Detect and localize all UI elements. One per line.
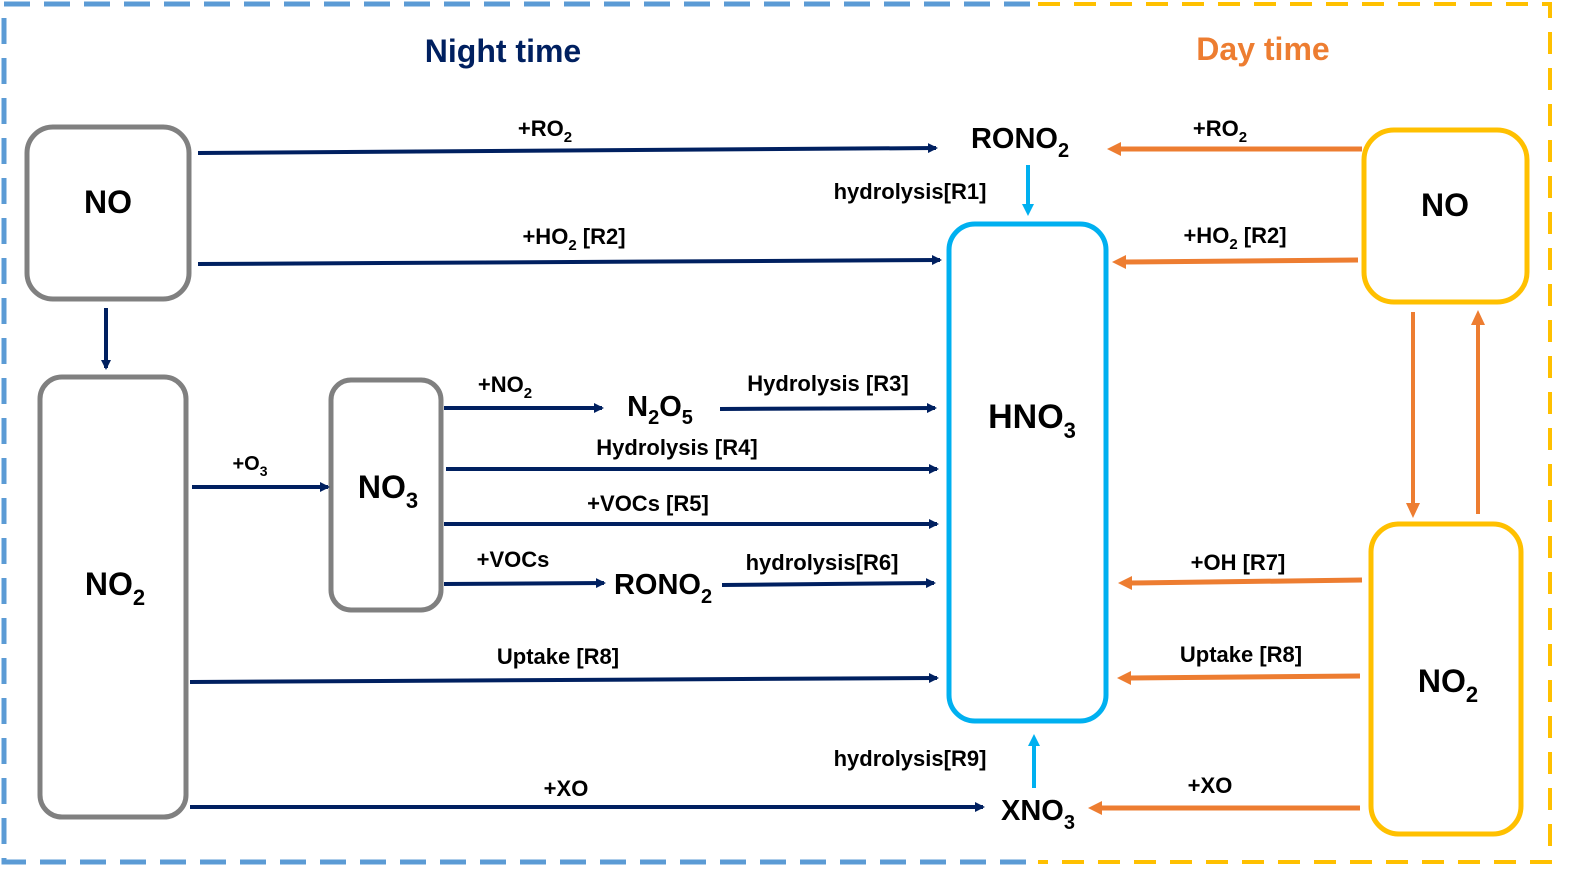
arrowhead-no2-to-xno3-day [1088, 801, 1102, 815]
label-hydrolysis-r6: hydrolysis[R6] [746, 550, 899, 575]
label-hydrolysis-r3: Hydrolysis [R3] [747, 371, 908, 396]
arrowhead-no2-to-no-day [1471, 310, 1485, 325]
night-time-title: Night time [425, 33, 581, 69]
no-night-box [24, 124, 192, 302]
label-day-ro2: +RO2 [1193, 116, 1247, 146]
arrow-day-no-to-hno3 [1123, 257, 1359, 265]
no2-night-label: NO2 [85, 566, 145, 610]
label-night-xo: +XO [544, 776, 589, 801]
label-night-uptake-r8: Uptake [R8] [497, 644, 619, 669]
arrowhead-no2-oh-r7 [1118, 576, 1132, 590]
n2o5-label: N2O5 [627, 391, 693, 429]
arrowhead-no-to-no2-day [1406, 503, 1420, 518]
label-day-ho2-r2: +HO2 [R2] [1183, 223, 1286, 253]
label-vocs-r5: +VOCs [R5] [587, 491, 709, 516]
arrow-rono2-to-hno3 [721, 578, 936, 589]
hno3-label: HNO3 [988, 398, 1076, 443]
arrow-no2-uptake-r8-night [189, 673, 939, 684]
arrow-night-no-to-hno3 [197, 255, 942, 266]
label-night-ro2: +RO2 [518, 116, 572, 146]
day-time-title: Day time [1196, 31, 1329, 67]
arrow-no2-oh-r7 [1129, 577, 1363, 586]
label-hydrolysis-r4: Hydrolysis [R4] [596, 435, 757, 460]
no-day-label: NO [1421, 187, 1469, 223]
arrow-no2-uptake-r8-day [1129, 673, 1361, 681]
label-day-uptake-r8: Uptake [R8] [1180, 642, 1302, 667]
rono2-mid-label: RONO2 [614, 569, 712, 608]
label-oh-r7: +OH [R7] [1191, 550, 1286, 575]
label-hydrolysis-r9: hydrolysis[R9] [834, 746, 987, 771]
label-hydrolysis-r1: hydrolysis[R1] [834, 179, 987, 204]
arrow-n2o5-to-hno3 [719, 403, 937, 414]
arrow-night-no-to-rono2 [197, 143, 938, 155]
no3-box [328, 377, 444, 613]
arrowhead-day-no-to-hno3 [1112, 255, 1126, 269]
arrowhead-day-no-to-rono2 [1107, 142, 1121, 156]
no-day-box [1361, 127, 1530, 305]
no2-night-box [37, 374, 189, 820]
no3-label: NO3 [358, 469, 418, 513]
label-no2-addition: +NO2 [478, 372, 532, 402]
hno3-box [946, 221, 1109, 724]
label-day-xo: +XO [1188, 773, 1233, 798]
no2-day-box [1368, 521, 1524, 837]
arrow-no3-to-rono2 [443, 578, 606, 589]
night-region-border [1, 1, 1030, 865]
arrowhead-no2-uptake-r8-day [1117, 671, 1131, 685]
xno3-label: XNO3 [1001, 795, 1075, 834]
no-night-label: NO [84, 184, 132, 220]
no2-day-label: NO2 [1418, 663, 1478, 707]
label-o3: +O3 [232, 453, 267, 479]
label-night-ho2-r2: +HO2 [R2] [522, 224, 625, 254]
day-region-border [1038, 2, 1552, 864]
rono2-top-label: RONO2 [971, 123, 1069, 162]
label-vocs: +VOCs [477, 547, 550, 572]
